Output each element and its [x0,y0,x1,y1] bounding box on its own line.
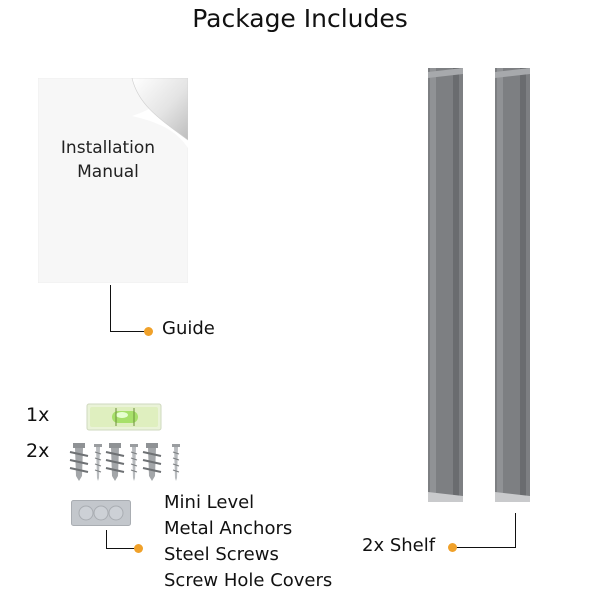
manual-line-2: Manual [77,162,139,182]
steel-screw-icon [172,444,180,481]
anchors-and-screws-icon [69,443,180,481]
hardware-item-steel-screws: Steel Screws [164,544,279,565]
screw-hole-covers-icon [71,500,131,526]
guide-label: Guide [162,318,215,339]
hardware-item-metal-anchors: Metal Anchors [164,518,293,539]
hardware-list: Mini Level Metal Anchors Steel Screws Sc… [164,490,332,594]
steel-screw-icon [94,444,102,481]
steel-screw-icon [130,444,138,481]
page-title: Package Includes [192,4,408,33]
installation-manual-image: Installation Manual [38,78,188,283]
screws-quantity: 2x [26,440,50,462]
manual-line-1: Installation [60,138,156,158]
metal-anchor-icon [142,443,162,481]
guide-leader-line [110,285,147,332]
hardware-leader-line [106,530,137,549]
shelf-dot [448,543,457,552]
shelf-bar-2 [495,68,530,502]
shelf-leader-line [455,513,516,548]
shelf-label: 2x Shelf [362,535,436,556]
hardware-item-screw-hole-covers: Screw Hole Covers [164,570,333,591]
guide-dot [144,327,153,336]
shelf-bar-1 [428,68,463,502]
hardware-item-mini-level: Mini Level [164,492,255,513]
manual-text: Installation Manual [38,136,178,184]
hardware-dot [134,544,143,553]
metal-anchor-icon [105,443,125,481]
mini-level-icon [86,403,162,431]
metal-anchor-icon [69,443,89,481]
level-quantity: 1x [26,404,50,426]
page-curl-icon [131,78,188,148]
